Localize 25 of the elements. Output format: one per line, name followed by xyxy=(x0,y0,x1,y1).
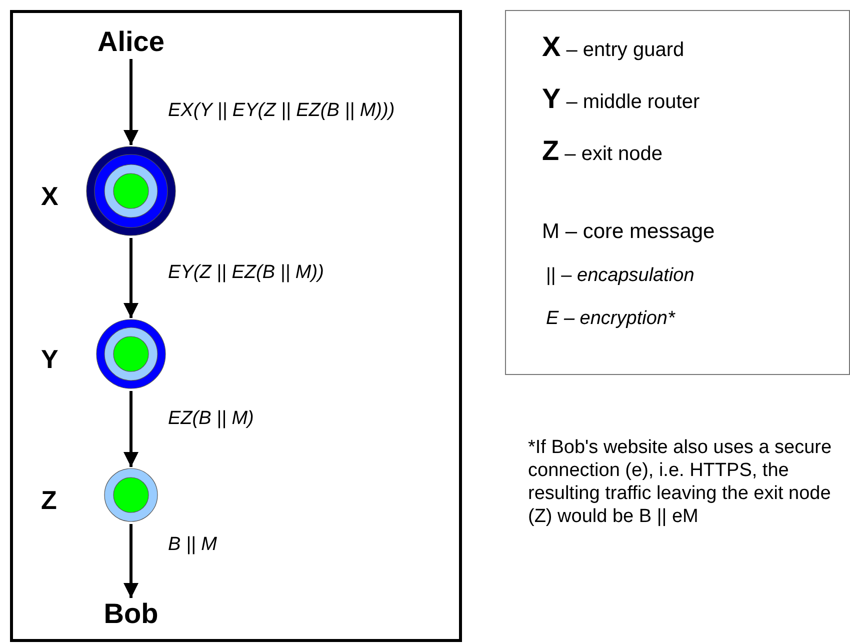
arrow xyxy=(124,59,138,145)
edge-label: EX(Y || EY(Z || EZ(B || M))) xyxy=(168,101,395,120)
key-panel xyxy=(505,10,850,375)
node-letter: X xyxy=(41,183,58,209)
key-entry: Z – exit node xyxy=(542,143,663,165)
node-letter: Y xyxy=(41,346,58,372)
edge-label: B || M xyxy=(168,535,217,554)
onion-router-circle xyxy=(96,319,166,389)
onion-router-circle xyxy=(86,146,176,236)
diagram-frame xyxy=(10,10,462,642)
arrow xyxy=(124,524,138,598)
footnote-text: *If Bob's website also uses a secure connection (e), i.e. HTTPS, the resulting traffic leaving the exit node (Z) would be B || eM xyxy=(528,436,833,528)
key-entry: X – entry guard xyxy=(542,39,684,61)
key-entry: M – core message xyxy=(542,220,715,243)
key-entry: E – encryption* xyxy=(546,308,675,329)
arrow xyxy=(124,391,138,467)
key-entry: || – encapsulation xyxy=(546,265,694,286)
arrow xyxy=(124,238,138,318)
edge-label: EY(Z || EZ(B || M)) xyxy=(168,263,324,282)
key-entry: Y – middle router xyxy=(542,91,700,113)
edge-label: EZ(B || M) xyxy=(168,409,254,428)
endpoint-label: Bob xyxy=(91,599,171,629)
onion-router-circle xyxy=(104,468,158,522)
node-letter: Z xyxy=(41,487,57,513)
endpoint-label: Alice xyxy=(81,27,181,57)
